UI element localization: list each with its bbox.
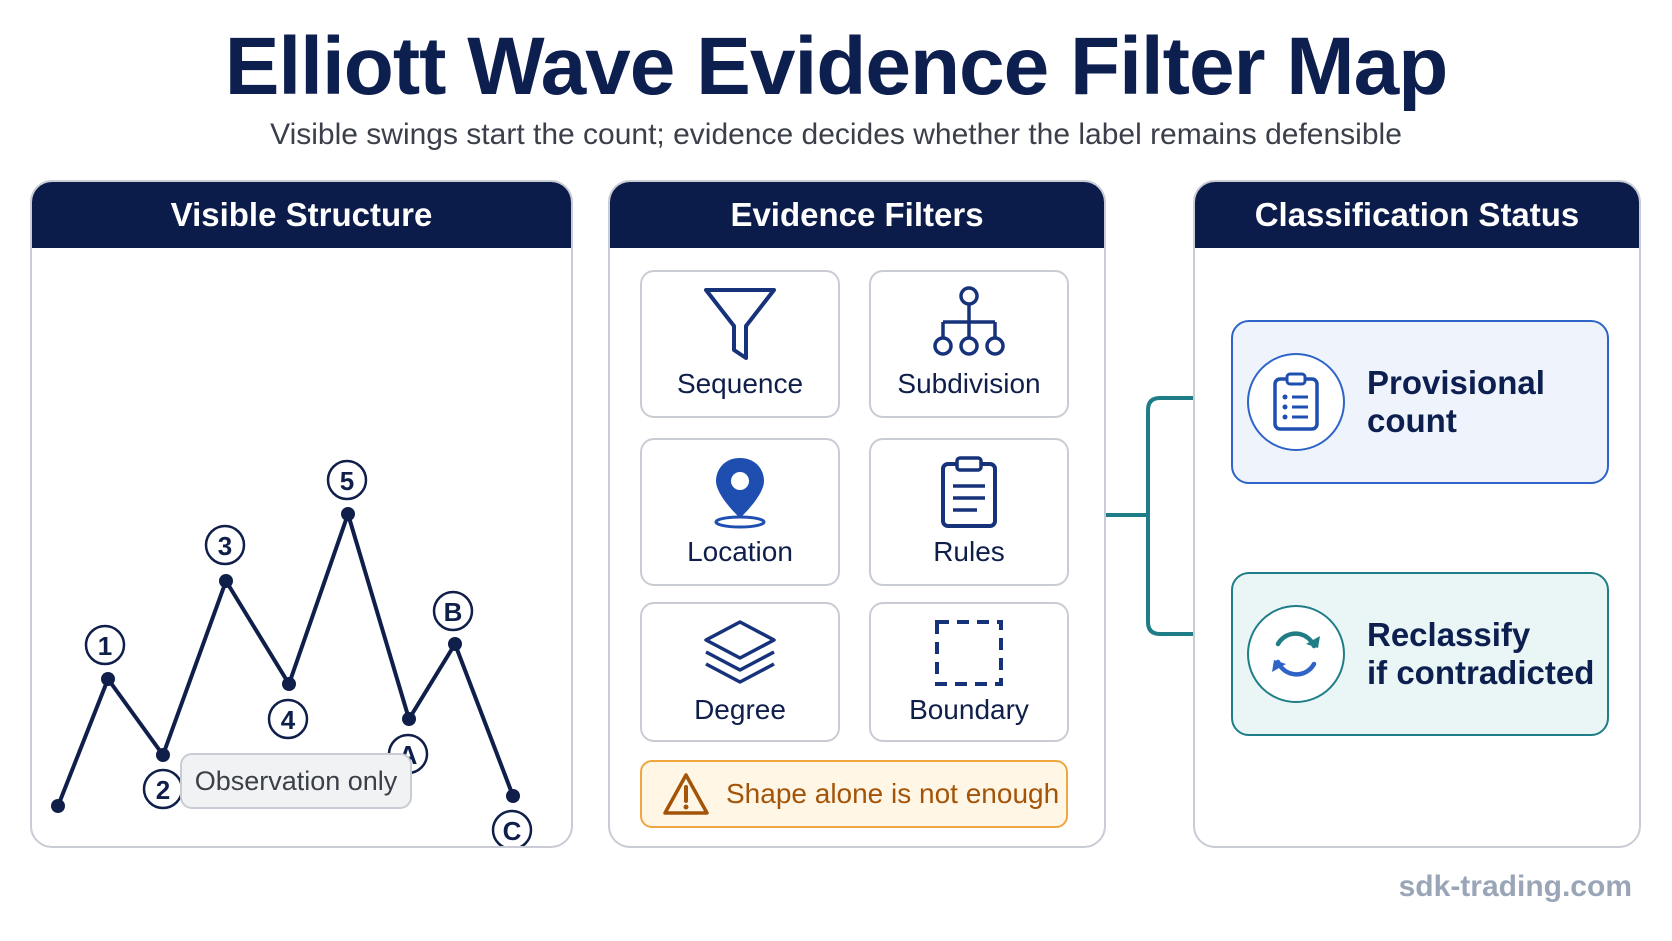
clipboard-icon — [941, 456, 997, 528]
filter-location: Location — [640, 438, 840, 586]
wave-label-c: C — [491, 809, 533, 846]
evidence-filters-header: Evidence Filters — [610, 182, 1104, 248]
status-icon-circle — [1247, 353, 1345, 451]
classification-status-panel: Classification Status Provisional count — [1193, 180, 1641, 848]
filter-label: Degree — [694, 694, 786, 725]
wave-point — [448, 637, 462, 651]
wave-label-2: 2 — [142, 768, 184, 810]
visible-structure-header: Visible Structure — [32, 182, 571, 248]
filter-subdivision: Subdivision — [869, 270, 1069, 418]
classification-status-header: Classification Status — [1195, 182, 1639, 248]
wave-point — [219, 574, 233, 588]
filter-degree: Degree — [640, 602, 840, 742]
svg-text:5: 5 — [340, 466, 354, 496]
svg-text:3: 3 — [218, 531, 232, 561]
status-line: if contradicted — [1367, 654, 1595, 691]
warning-icon — [663, 773, 709, 815]
wave-label-4: 4 — [267, 698, 309, 740]
status-icon-circle — [1247, 605, 1345, 703]
filter-label: Location — [687, 536, 793, 567]
layers-icon — [704, 620, 776, 684]
filter-label: Boundary — [909, 694, 1029, 725]
svg-text:B: B — [444, 597, 463, 627]
site-watermark: sdk-trading.com — [1398, 870, 1632, 903]
wave-label-5: 5 — [326, 459, 368, 501]
status-line: Reclassify — [1367, 616, 1531, 653]
wave-point — [101, 672, 115, 686]
wave-point — [402, 712, 416, 726]
filter-sequence: Sequence — [640, 270, 840, 418]
wave-point — [51, 799, 65, 813]
wave-point — [341, 507, 355, 521]
status-line: Provisional count — [1367, 364, 1545, 439]
wave-label-b: B — [432, 590, 474, 632]
page-title: Elliott Wave Evidence Filter Map — [224, 21, 1449, 112]
wave-label-1: 1 — [84, 624, 126, 666]
status-text: Reclassify if contradicted — [1367, 616, 1594, 692]
status-provisional-count: Provisional count — [1231, 320, 1609, 484]
wave-point — [506, 789, 520, 803]
wave-label-3: 3 — [204, 524, 246, 566]
funnel-icon — [704, 288, 776, 360]
warning-label: Shape alone is not enough — [726, 778, 1060, 809]
filter-label: Rules — [933, 536, 1005, 567]
status-text: Provisional count — [1367, 364, 1607, 440]
hierarchy-icon — [933, 286, 1005, 356]
svg-text:4: 4 — [281, 705, 296, 735]
svg-text:2: 2 — [156, 775, 170, 805]
evidence-filters-panel: Evidence Filters Sequence Subdivision Lo… — [608, 180, 1106, 848]
refresh-icon — [1272, 631, 1320, 677]
filter-label: Subdivision — [897, 368, 1041, 399]
wave-point — [282, 677, 296, 691]
status-reclassify: Reclassify if contradicted — [1231, 572, 1609, 736]
filter-boundary: Boundary — [869, 602, 1069, 742]
filter-label: Sequence — [676, 368, 804, 399]
page-subtitle: Visible swings start the count; evidence… — [270, 118, 1402, 151]
dashed-square-icon — [935, 620, 1003, 686]
observation-only-badge: Observation only — [180, 753, 412, 809]
filter-rules: Rules — [869, 438, 1069, 586]
svg-text:C: C — [503, 816, 522, 846]
map-pin-icon — [714, 458, 766, 529]
svg-text:1: 1 — [98, 631, 112, 661]
clipboard-list-icon — [1273, 372, 1319, 431]
shape-warning-callout: Shape alone is not enough — [640, 760, 1068, 828]
wave-point — [156, 748, 170, 762]
visible-structure-panel: Visible Structure 1 2 3 4 5 A B C Observ… — [30, 180, 573, 848]
